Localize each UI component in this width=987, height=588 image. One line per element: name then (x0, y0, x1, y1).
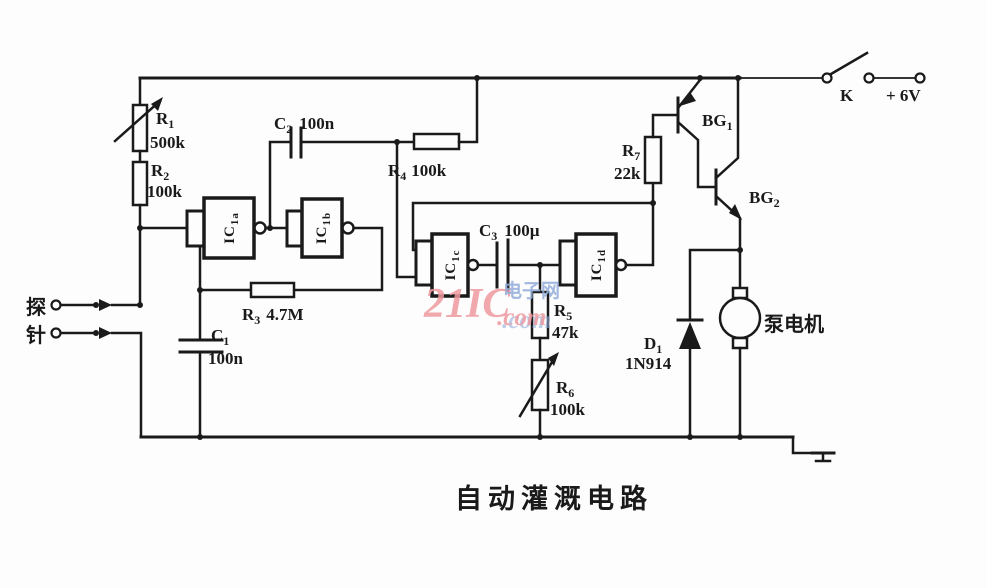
gate-ic1a: IC1a (138, 196, 267, 260)
svg-text:IC1c: IC1c (443, 249, 462, 280)
svg-text:IC1a: IC1a (222, 212, 241, 244)
gate-ic1d: IC1d (558, 200, 656, 298)
svg-text:R6: R6 (556, 378, 574, 400)
ground-symbol-icon (810, 451, 836, 463)
gate-ic1b: IC1b (285, 197, 384, 292)
svg-text:1N914: 1N914 (625, 354, 672, 373)
svg-text:IC1d: IC1d (589, 249, 608, 281)
svg-text:D1: D1 (644, 334, 662, 356)
svg-text:100k: 100k (550, 400, 586, 419)
pump-motor: 泵电机 (718, 248, 824, 439)
resistor-r1: R1 500k (113, 76, 186, 153)
svg-text:BG1: BG1 (702, 111, 733, 133)
probe-label-bottom: 针 (26, 323, 46, 347)
svg-text:500k: 500k (150, 133, 186, 152)
resistor-r7: R7 22k (614, 113, 680, 205)
motor-label: 泵电机 (764, 312, 824, 336)
resistor-r2: R2 100k (131, 149, 183, 308)
svg-text:R2: R2 (151, 161, 169, 183)
transistor-bg1: BG1 (676, 76, 733, 189)
switch-label: K (840, 86, 854, 105)
supply-label: + 6V (886, 86, 921, 105)
probe-label-top: 探 (26, 296, 46, 319)
plug-connector-icon (99, 299, 112, 311)
supply-terminal (914, 72, 926, 84)
watermark-domain: .com (497, 304, 546, 331)
bottom-rail (139, 434, 814, 455)
probe-terminal-bottom (50, 327, 62, 339)
top-supply-rail (138, 75, 742, 81)
resistor-r5: R5 47k (530, 263, 579, 362)
watermark: 21IC 电子网 .com .com (423, 279, 560, 334)
capacitor-c1: C1 100n (178, 326, 244, 439)
svg-text:22k: 22k (614, 164, 641, 183)
svg-text:R1: R1 (156, 109, 174, 131)
svg-text:100k: 100k (147, 182, 183, 201)
probe-terminal-top (50, 299, 62, 311)
svg-text:R5: R5 (554, 301, 572, 323)
svg-text:R34.7M: R34.7M (242, 305, 304, 327)
plug-connector-icon (99, 327, 112, 339)
svg-text:R7: R7 (622, 141, 640, 163)
gate-ic1c: IC1c (414, 232, 480, 298)
svg-text:100n: 100n (208, 349, 244, 368)
power-switch-k: K + 6V (740, 51, 926, 105)
svg-text:C1: C1 (211, 326, 229, 348)
watermark-domain-shadow: .com (502, 307, 551, 334)
schematic-title: 自动灌溉电路 (455, 483, 653, 514)
resistor-r6: R6 100k (518, 352, 586, 439)
transistor-bg2: BG2 (714, 76, 780, 253)
svg-text:47k: 47k (552, 323, 579, 342)
svg-text:IC1b: IC1b (314, 212, 333, 244)
diode-d1: D1 1N914 (625, 248, 742, 439)
watermark-site: 电子网 (503, 279, 560, 302)
watermark-brand: 21IC (423, 281, 511, 327)
probe-terminals: 探 针 (26, 296, 143, 439)
svg-text:BG2: BG2 (749, 188, 780, 210)
